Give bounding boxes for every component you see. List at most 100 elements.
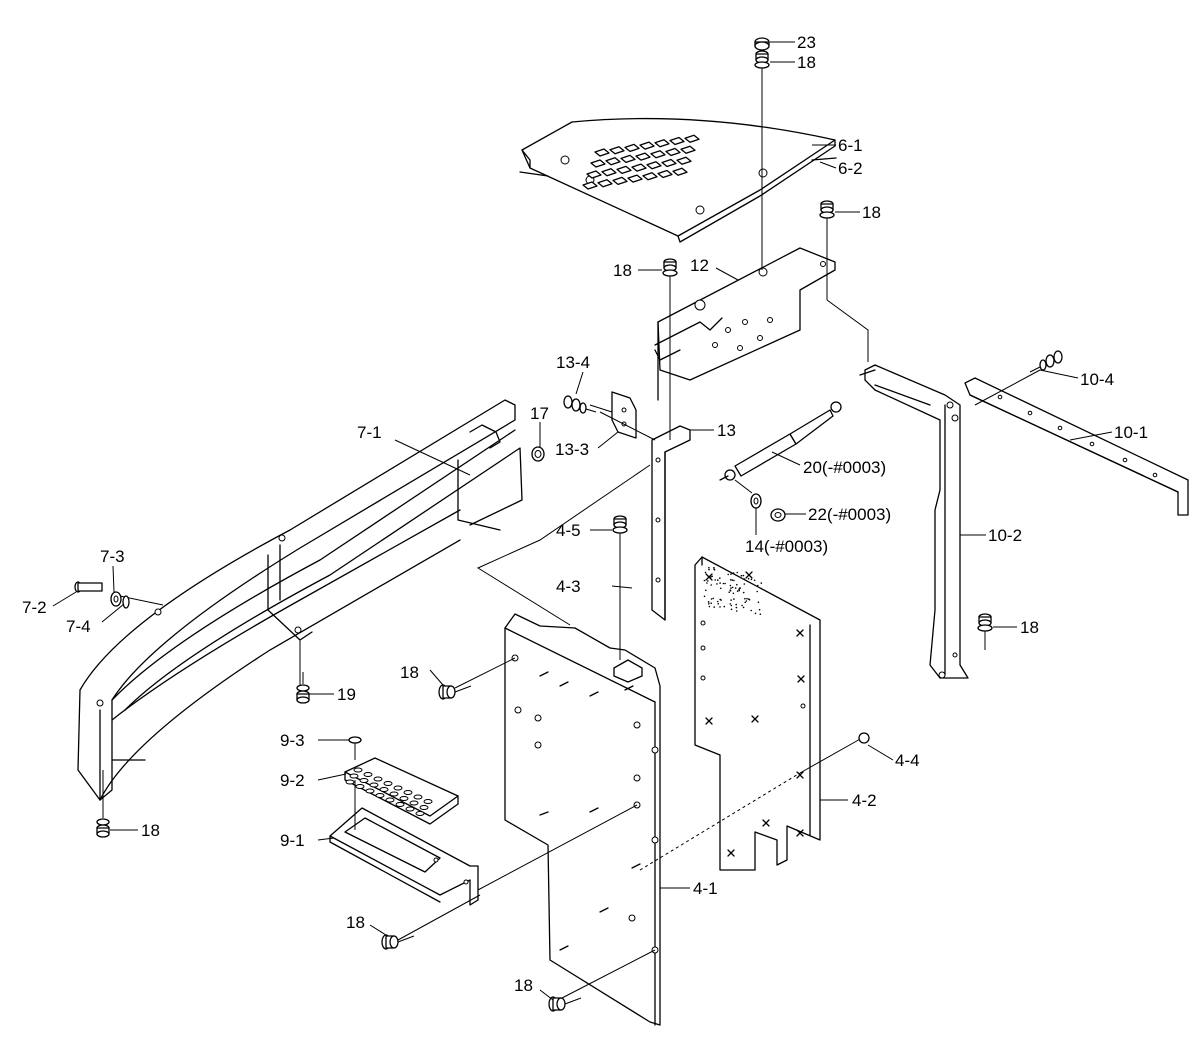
label-18: 18 bbox=[400, 663, 419, 682]
grille-square bbox=[635, 152, 651, 161]
label-4-5: 4-5 bbox=[556, 521, 581, 540]
grille-square bbox=[609, 146, 625, 155]
texture-dot bbox=[733, 579, 735, 582]
texture-dot bbox=[720, 587, 722, 590]
bolt-18-icon bbox=[96, 808, 110, 838]
texture-dot bbox=[744, 597, 746, 600]
tread-hole bbox=[399, 796, 409, 801]
grille-square bbox=[612, 176, 628, 186]
bolt-4-5-icon bbox=[612, 515, 628, 550]
bolt-4-4-icon bbox=[858, 732, 870, 744]
texture-dot bbox=[703, 595, 706, 598]
texture-dot bbox=[719, 577, 721, 579]
label-13-3: 13-3 bbox=[555, 440, 589, 459]
texture-dot bbox=[712, 597, 714, 600]
texture-dot bbox=[717, 600, 719, 603]
texture-dot bbox=[756, 590, 758, 593]
texture-dot bbox=[750, 578, 753, 581]
bolt-18-icon bbox=[819, 200, 835, 235]
texture-dot bbox=[724, 582, 726, 585]
step-tread-9-2 bbox=[344, 757, 459, 825]
bolt-18-icon bbox=[977, 613, 993, 648]
tread-hole bbox=[369, 782, 379, 788]
grille-square bbox=[590, 159, 606, 168]
tread-hole bbox=[409, 800, 419, 806]
bolt-18-icon bbox=[662, 258, 678, 293]
grille-square bbox=[594, 148, 610, 157]
label-4-2: 4-2 bbox=[852, 791, 877, 810]
grille-square bbox=[597, 179, 613, 188]
texture-dot bbox=[730, 604, 733, 607]
texture-dot bbox=[760, 582, 763, 584]
texture-dot bbox=[722, 582, 725, 585]
tread-hole bbox=[349, 773, 359, 779]
texture-dot bbox=[708, 568, 710, 571]
label-13: 13 bbox=[717, 421, 736, 440]
grille-square bbox=[657, 169, 673, 179]
panel-4-2 bbox=[694, 556, 821, 871]
label-7-2: 7-2 bbox=[22, 598, 47, 617]
front-frame-7-1 bbox=[77, 399, 523, 801]
post-10-2 bbox=[859, 364, 969, 679]
grille-square bbox=[620, 154, 636, 164]
bolt-9-3-icon bbox=[348, 736, 362, 760]
tread-hole bbox=[379, 787, 389, 792]
tread-hole bbox=[419, 805, 429, 810]
texture-dot bbox=[757, 601, 760, 603]
label-18: 18 bbox=[514, 976, 533, 995]
label-10-1: 10-1 bbox=[1114, 423, 1148, 442]
grille-square bbox=[650, 150, 666, 159]
grille-square bbox=[669, 136, 685, 146]
label-19: 19 bbox=[337, 685, 356, 704]
grille-square bbox=[680, 145, 696, 154]
label-20: 20(-#0003) bbox=[803, 458, 886, 477]
texture-dot bbox=[716, 583, 718, 585]
grille-square bbox=[624, 143, 640, 153]
texture-dot bbox=[706, 582, 708, 584]
tread-hole bbox=[423, 799, 433, 804]
grille-square bbox=[646, 161, 662, 170]
tread-hole bbox=[389, 791, 399, 797]
label-7-1: 7-1 bbox=[357, 423, 382, 442]
panel-texture bbox=[703, 566, 763, 615]
texture-dot bbox=[747, 577, 750, 580]
grille-square bbox=[654, 139, 670, 148]
bracket-12 bbox=[654, 247, 836, 401]
stay-10-1 bbox=[964, 377, 1189, 516]
label-6-1: 6-1 bbox=[838, 136, 863, 155]
bolt-19-icon bbox=[296, 672, 310, 704]
cover-plate-6-1 bbox=[519, 117, 837, 243]
texture-dot bbox=[758, 608, 761, 611]
bolt-18-icon bbox=[754, 50, 770, 85]
texture-dot bbox=[734, 587, 737, 589]
bolt-18-icon bbox=[381, 934, 415, 950]
tread-hole bbox=[359, 778, 369, 783]
texture-dot bbox=[731, 586, 734, 589]
grille-square bbox=[676, 156, 692, 165]
texture-dot bbox=[742, 606, 745, 609]
texture-dot bbox=[736, 571, 739, 574]
tread-hole bbox=[413, 794, 423, 800]
label-9-2: 9-2 bbox=[280, 771, 305, 790]
texture-dot bbox=[739, 587, 741, 589]
grille-square bbox=[661, 158, 677, 168]
label-10-4: 10-4 bbox=[1080, 370, 1114, 389]
texture-dot bbox=[735, 603, 737, 606]
texture-dot bbox=[703, 579, 706, 582]
texture-dot bbox=[710, 598, 713, 600]
texture-dot bbox=[729, 584, 732, 587]
texture-dot bbox=[707, 580, 709, 582]
nut-7-3-icon bbox=[110, 591, 122, 607]
bolt-18-icon bbox=[438, 684, 472, 700]
texture-dot bbox=[707, 601, 710, 603]
grille-square bbox=[616, 165, 632, 175]
texture-dot bbox=[727, 573, 729, 576]
texture-dot bbox=[754, 612, 757, 615]
texture-dot bbox=[732, 572, 735, 574]
stay-13 bbox=[651, 425, 691, 621]
label-9-3: 9-3 bbox=[280, 731, 305, 750]
grille-square bbox=[642, 172, 658, 181]
texture-dot bbox=[729, 603, 732, 605]
label-9-1: 9-1 bbox=[280, 831, 305, 850]
tread-hole bbox=[355, 784, 365, 789]
